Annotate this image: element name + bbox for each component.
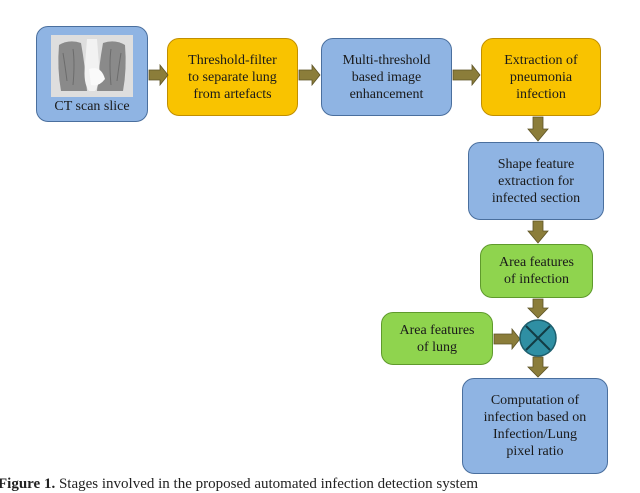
figure-caption-label: Figure 1. — [0, 476, 56, 492]
shape-feature-node: Shape feature extraction for infected se… — [468, 142, 604, 220]
figure-caption: Figure 1. Stages involved in the propose… — [0, 476, 478, 493]
arrow-area-infection-to-operator — [527, 298, 549, 319]
ct-scan-node: CT scan slice — [36, 26, 148, 122]
arrow-shape-to-area-infection — [527, 220, 549, 244]
threshold-filter-node: Threshold-filter to separate lung from a… — [167, 38, 298, 116]
ct-scan-label: CT scan slice — [54, 99, 130, 114]
arrow-ct-to-threshold — [148, 63, 169, 87]
area-infection-node: Area features of infection — [480, 244, 593, 298]
multiply-operator-icon — [519, 319, 557, 357]
area-lung-node: Area features of lung — [381, 312, 493, 365]
arrow-operator-to-computation — [527, 356, 549, 378]
figure-caption-text: Stages involved in the proposed automate… — [55, 476, 479, 492]
arrow-multi-to-extraction — [452, 63, 481, 87]
computation-node: Computation of infection based on Infect… — [462, 378, 608, 474]
multi-threshold-node: Multi-threshold based image enhancement — [321, 38, 452, 116]
arrow-lung-to-operator — [493, 327, 521, 351]
ct-scan-image — [51, 35, 133, 97]
arrow-threshold-to-multi — [298, 63, 321, 87]
arrow-extraction-to-shape — [527, 116, 549, 142]
extraction-node: Extraction of pneumonia infection — [481, 38, 601, 116]
